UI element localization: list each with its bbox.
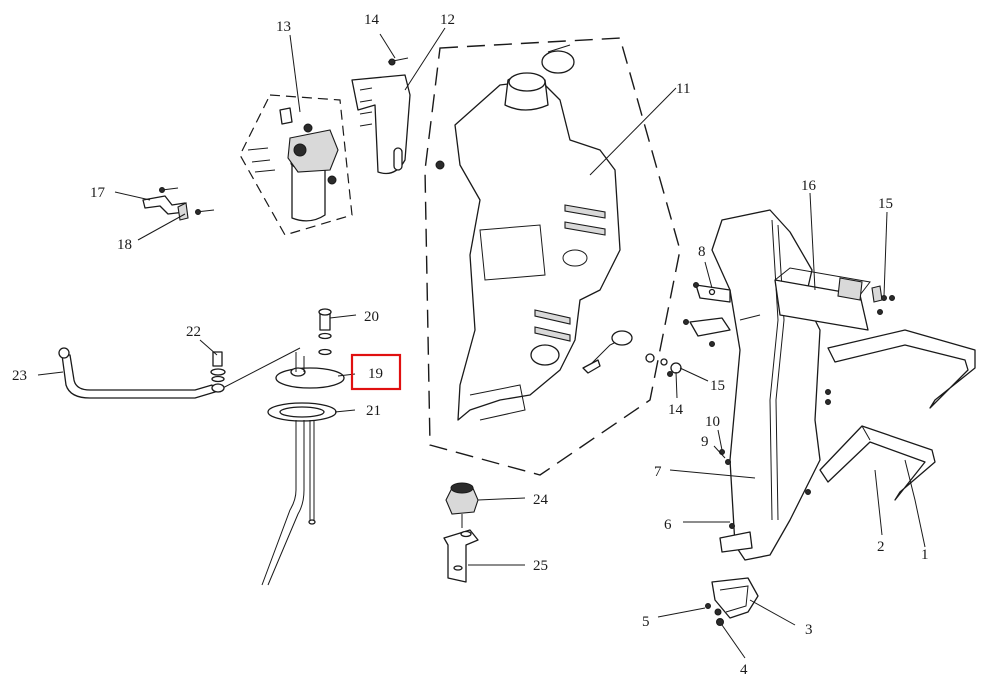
leader-lines [37,27,926,659]
callout-5: 5 [642,614,650,630]
fuel-line-group [58,347,301,399]
callout-14-top: 14 [364,12,380,28]
fuel-tank [454,79,621,421]
filter-bracket-group [351,57,411,175]
callout-22: 22 [186,324,201,340]
main-support-plate [711,209,821,561]
support-arm-upper [827,329,976,409]
support-frame-group [645,209,976,626]
sender-flange [275,367,345,389]
callout-6: 6 [664,517,672,533]
callout-25: 25 [533,558,548,574]
fuel-filter-body [291,159,326,222]
tank-dashed-outline [424,37,681,476]
tank-cap [541,50,575,74]
bracket-17-18-group [142,187,215,221]
fuel-filter-group [239,94,353,236]
callout-10: 10 [705,414,720,430]
bowl-bracket [443,529,479,583]
callout-1: 1 [921,547,929,563]
callout-4: 4 [740,662,748,678]
callout-21: 21 [366,403,381,419]
fuel-return-pipe [61,354,216,399]
callout-23: 23 [12,368,27,384]
filter-dashed-outline [239,94,353,236]
callout-3: 3 [805,622,813,638]
callout-24: 24 [533,492,549,508]
callout-15-mid: 15 [710,378,725,394]
bowl-bracket-group [443,482,479,583]
tank-filler-opening [508,72,546,92]
callout-16: 16 [801,178,817,194]
callout-17: 17 [90,185,106,201]
callout-labels: 1 2 3 4 5 6 7 8 9 10 11 12 13 14 14 15 1… [12,12,929,678]
callout-14-right: 14 [668,402,684,418]
callout-19: 19 [368,366,383,382]
callout-15-top: 15 [878,196,893,212]
lower-bracket [711,577,759,619]
callout-13: 13 [276,19,291,35]
highlight-box [350,353,402,391]
support-arm-lower [819,425,936,501]
callout-12: 12 [440,12,455,28]
callout-7: 7 [654,464,662,480]
callout-11: 11 [676,81,690,97]
callout-2: 2 [877,539,885,555]
callout-20: 20 [364,309,379,325]
fuel-sender-group [261,308,345,586]
callout-18: 18 [117,237,132,253]
filter-head [287,129,339,173]
fuel-tank-group [424,37,681,476]
callout-8: 8 [698,244,706,260]
callout-9: 9 [701,434,709,450]
